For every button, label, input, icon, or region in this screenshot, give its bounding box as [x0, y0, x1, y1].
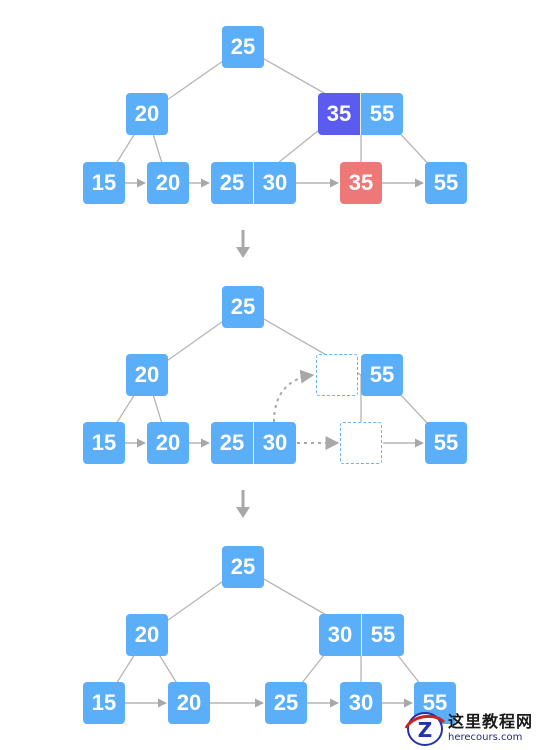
stage1-leaf-key: 55	[425, 162, 467, 204]
stage1-leaf-node: 55	[425, 162, 467, 204]
stage1-internal-left-node: 20	[126, 93, 168, 135]
stage2-leaf-node: 25 30	[211, 422, 296, 464]
stage2-empty-internal-slot	[316, 354, 358, 396]
stage2-leaf-node: 55	[425, 422, 467, 464]
stage2-root-key: 25	[222, 286, 264, 328]
stage1-internal-right-node: 35 55	[318, 93, 403, 135]
stage2-internal-left-node: 20	[126, 354, 168, 396]
stage1-internal-right-key-highlighted: 35	[318, 93, 360, 135]
stage2-leaf-key: 25	[211, 422, 253, 464]
stage3-leaf-node: 15	[83, 682, 125, 724]
stage2-internal-right-node: 55	[361, 354, 403, 396]
stage1-root-key: 25	[222, 26, 264, 68]
stage3-leaf-key: 20	[168, 682, 210, 724]
stage2-leaf-key: 20	[147, 422, 189, 464]
logo-letter: Z	[418, 718, 433, 742]
down-arrow-icon	[236, 490, 250, 518]
site-logo-icon: Z	[404, 711, 446, 746]
stage1-internal-right-key: 55	[360, 93, 403, 135]
stage1-leaf-key: 20	[147, 162, 189, 204]
watermark-chinese: 这里教程网	[448, 711, 534, 731]
stage2-internal-right-key: 55	[361, 354, 403, 396]
stage2-leaf-node: 15	[83, 422, 125, 464]
stage3-internal-right-key: 55	[361, 614, 404, 656]
watermark: Z 这里教程网 herecours.com	[404, 705, 550, 750]
stage1-leaf-node: 15	[83, 162, 125, 204]
stage1-root-node: 25	[222, 26, 264, 68]
stage1-leaf-key: 25	[211, 162, 253, 204]
stage3-internal-left-key: 20	[126, 614, 168, 656]
stage2-leaf-key: 30	[253, 422, 296, 464]
stage1-leaf-key: 15	[83, 162, 125, 204]
stage2-leaf-key: 15	[83, 422, 125, 464]
stage3-leaf-key: 15	[83, 682, 125, 724]
stage3-internal-right-node: 30 55	[319, 614, 404, 656]
stage3-root-key: 25	[222, 546, 264, 588]
stage3-leaf-node: 20	[168, 682, 210, 724]
stage1-leaf-key: 30	[253, 162, 296, 204]
stage1-leaf-key-highlighted: 35	[340, 162, 382, 204]
stage3-leaf-key: 25	[265, 682, 307, 724]
stage2-leaf-node: 20	[147, 422, 189, 464]
stage3-internal-left-node: 20	[126, 614, 168, 656]
stage2-root-node: 25	[222, 286, 264, 328]
down-arrow-icon	[236, 230, 250, 258]
stage2-leaf-links	[125, 369, 424, 450]
stage3-leaf-node: 30	[340, 682, 382, 724]
stage3-leaf-key: 30	[340, 682, 382, 724]
stage1-leaf-node: 20	[147, 162, 189, 204]
stage3-leaf-node: 25	[265, 682, 307, 724]
watermark-domain: herecours.com	[448, 731, 523, 743]
stage1-leaf-node-highlighted: 35	[340, 162, 382, 204]
watermark-text: 这里教程网 herecours.com	[448, 712, 533, 744]
stage1-internal-left-key: 20	[126, 93, 168, 135]
stage2-leaf-key: 55	[425, 422, 467, 464]
stage2-empty-leaf-slot	[340, 422, 382, 464]
stage3-internal-right-key: 30	[319, 614, 361, 656]
stage1-leaf-node: 25 30	[211, 162, 296, 204]
stage2-internal-left-key: 20	[126, 354, 168, 396]
stage3-root-node: 25	[222, 546, 264, 588]
